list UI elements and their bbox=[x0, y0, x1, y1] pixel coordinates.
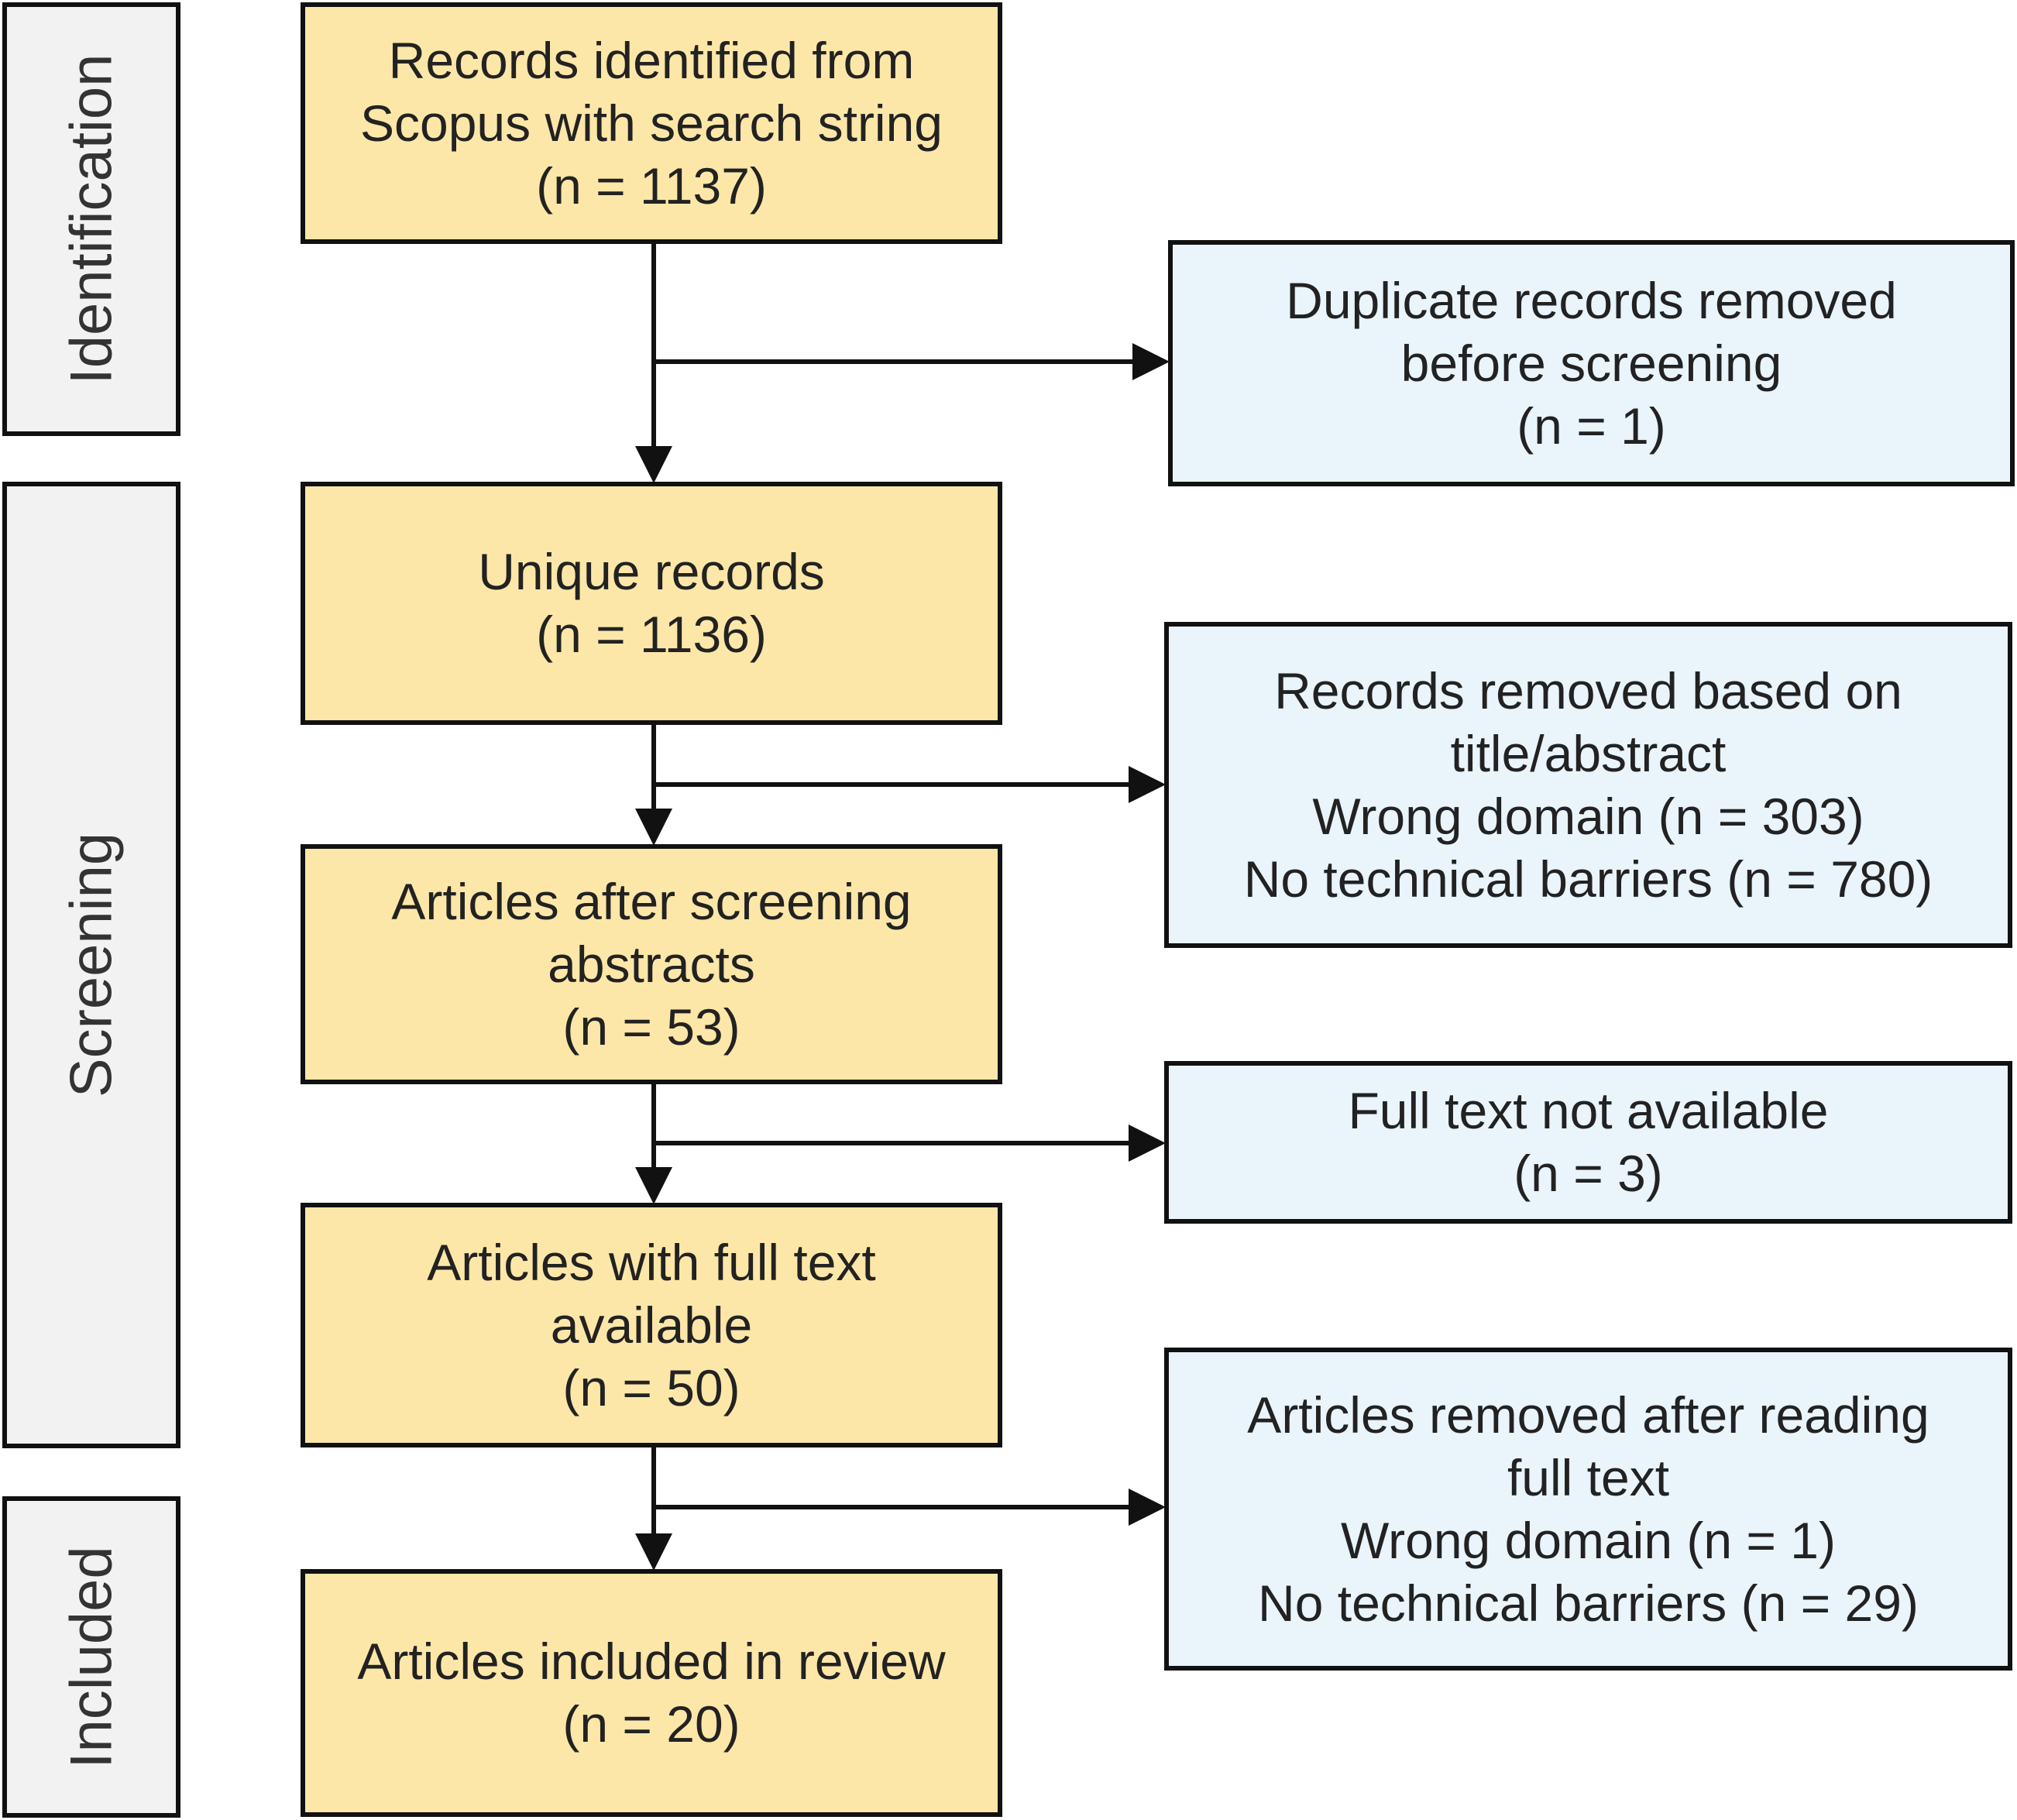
box-line: available bbox=[550, 1296, 753, 1354]
box-line: Wrong domain (n = 1) bbox=[1341, 1511, 1836, 1569]
records-identified-box: Records identified from Scopus with sear… bbox=[301, 2, 1002, 244]
box-line: Scopus with search string bbox=[359, 94, 943, 152]
box-line: (n = 3) bbox=[1514, 1145, 1663, 1202]
full-text-not-available-box: Full text not available (n = 3) bbox=[1164, 1061, 2012, 1224]
box-line: Full text not available bbox=[1348, 1082, 1829, 1139]
phase-included: Included bbox=[2, 1496, 180, 1818]
box-line: (n = 20) bbox=[562, 1695, 740, 1753]
articles-full-text-box: Articles with full text available (n = 5… bbox=[301, 1203, 1002, 1447]
box-line: Articles included in review bbox=[357, 1633, 946, 1690]
box-line: No technical barriers (n = 29) bbox=[1258, 1574, 1919, 1632]
box-line: Records removed based on bbox=[1274, 661, 1902, 719]
articles-after-screening-box: Articles after screening abstracts (n = … bbox=[301, 844, 1002, 1084]
articles-removed-full-text-box: Articles removed after reading full text… bbox=[1164, 1348, 2012, 1671]
box-line: Articles with full text bbox=[427, 1233, 876, 1291]
box-line: (n = 1136) bbox=[536, 606, 767, 663]
records-removed-title-abstract-box: Records removed based on title/abstract … bbox=[1164, 622, 2012, 948]
box-line: Wrong domain (n = 303) bbox=[1312, 787, 1864, 845]
box-line: Duplicate records removed bbox=[1286, 271, 1897, 329]
duplicates-removed-box: Duplicate records removed before screeni… bbox=[1168, 240, 2015, 486]
phase-screening: Screening bbox=[2, 482, 180, 1448]
box-line: Records identified from bbox=[388, 31, 915, 89]
box-line: before screening bbox=[1400, 334, 1782, 392]
phase-identification: Identification bbox=[2, 2, 180, 436]
box-line: (n = 53) bbox=[562, 998, 740, 1056]
box-line: Unique records bbox=[478, 543, 825, 600]
box-line: Articles after screening bbox=[391, 872, 912, 930]
box-line: full text bbox=[1507, 1448, 1670, 1506]
box-line: abstracts bbox=[548, 935, 755, 993]
box-line: Articles removed after reading bbox=[1247, 1386, 1929, 1444]
box-line: title/abstract bbox=[1450, 724, 1727, 782]
box-line: No technical barriers (n = 780) bbox=[1243, 850, 1933, 908]
box-line: (n = 1) bbox=[1517, 397, 1666, 455]
unique-records-box: Unique records (n = 1136) bbox=[301, 482, 1002, 725]
box-line: (n = 50) bbox=[562, 1358, 740, 1417]
articles-included-box: Articles included in review (n = 20) bbox=[301, 1569, 1002, 1817]
box-line: (n = 1137) bbox=[536, 156, 767, 215]
